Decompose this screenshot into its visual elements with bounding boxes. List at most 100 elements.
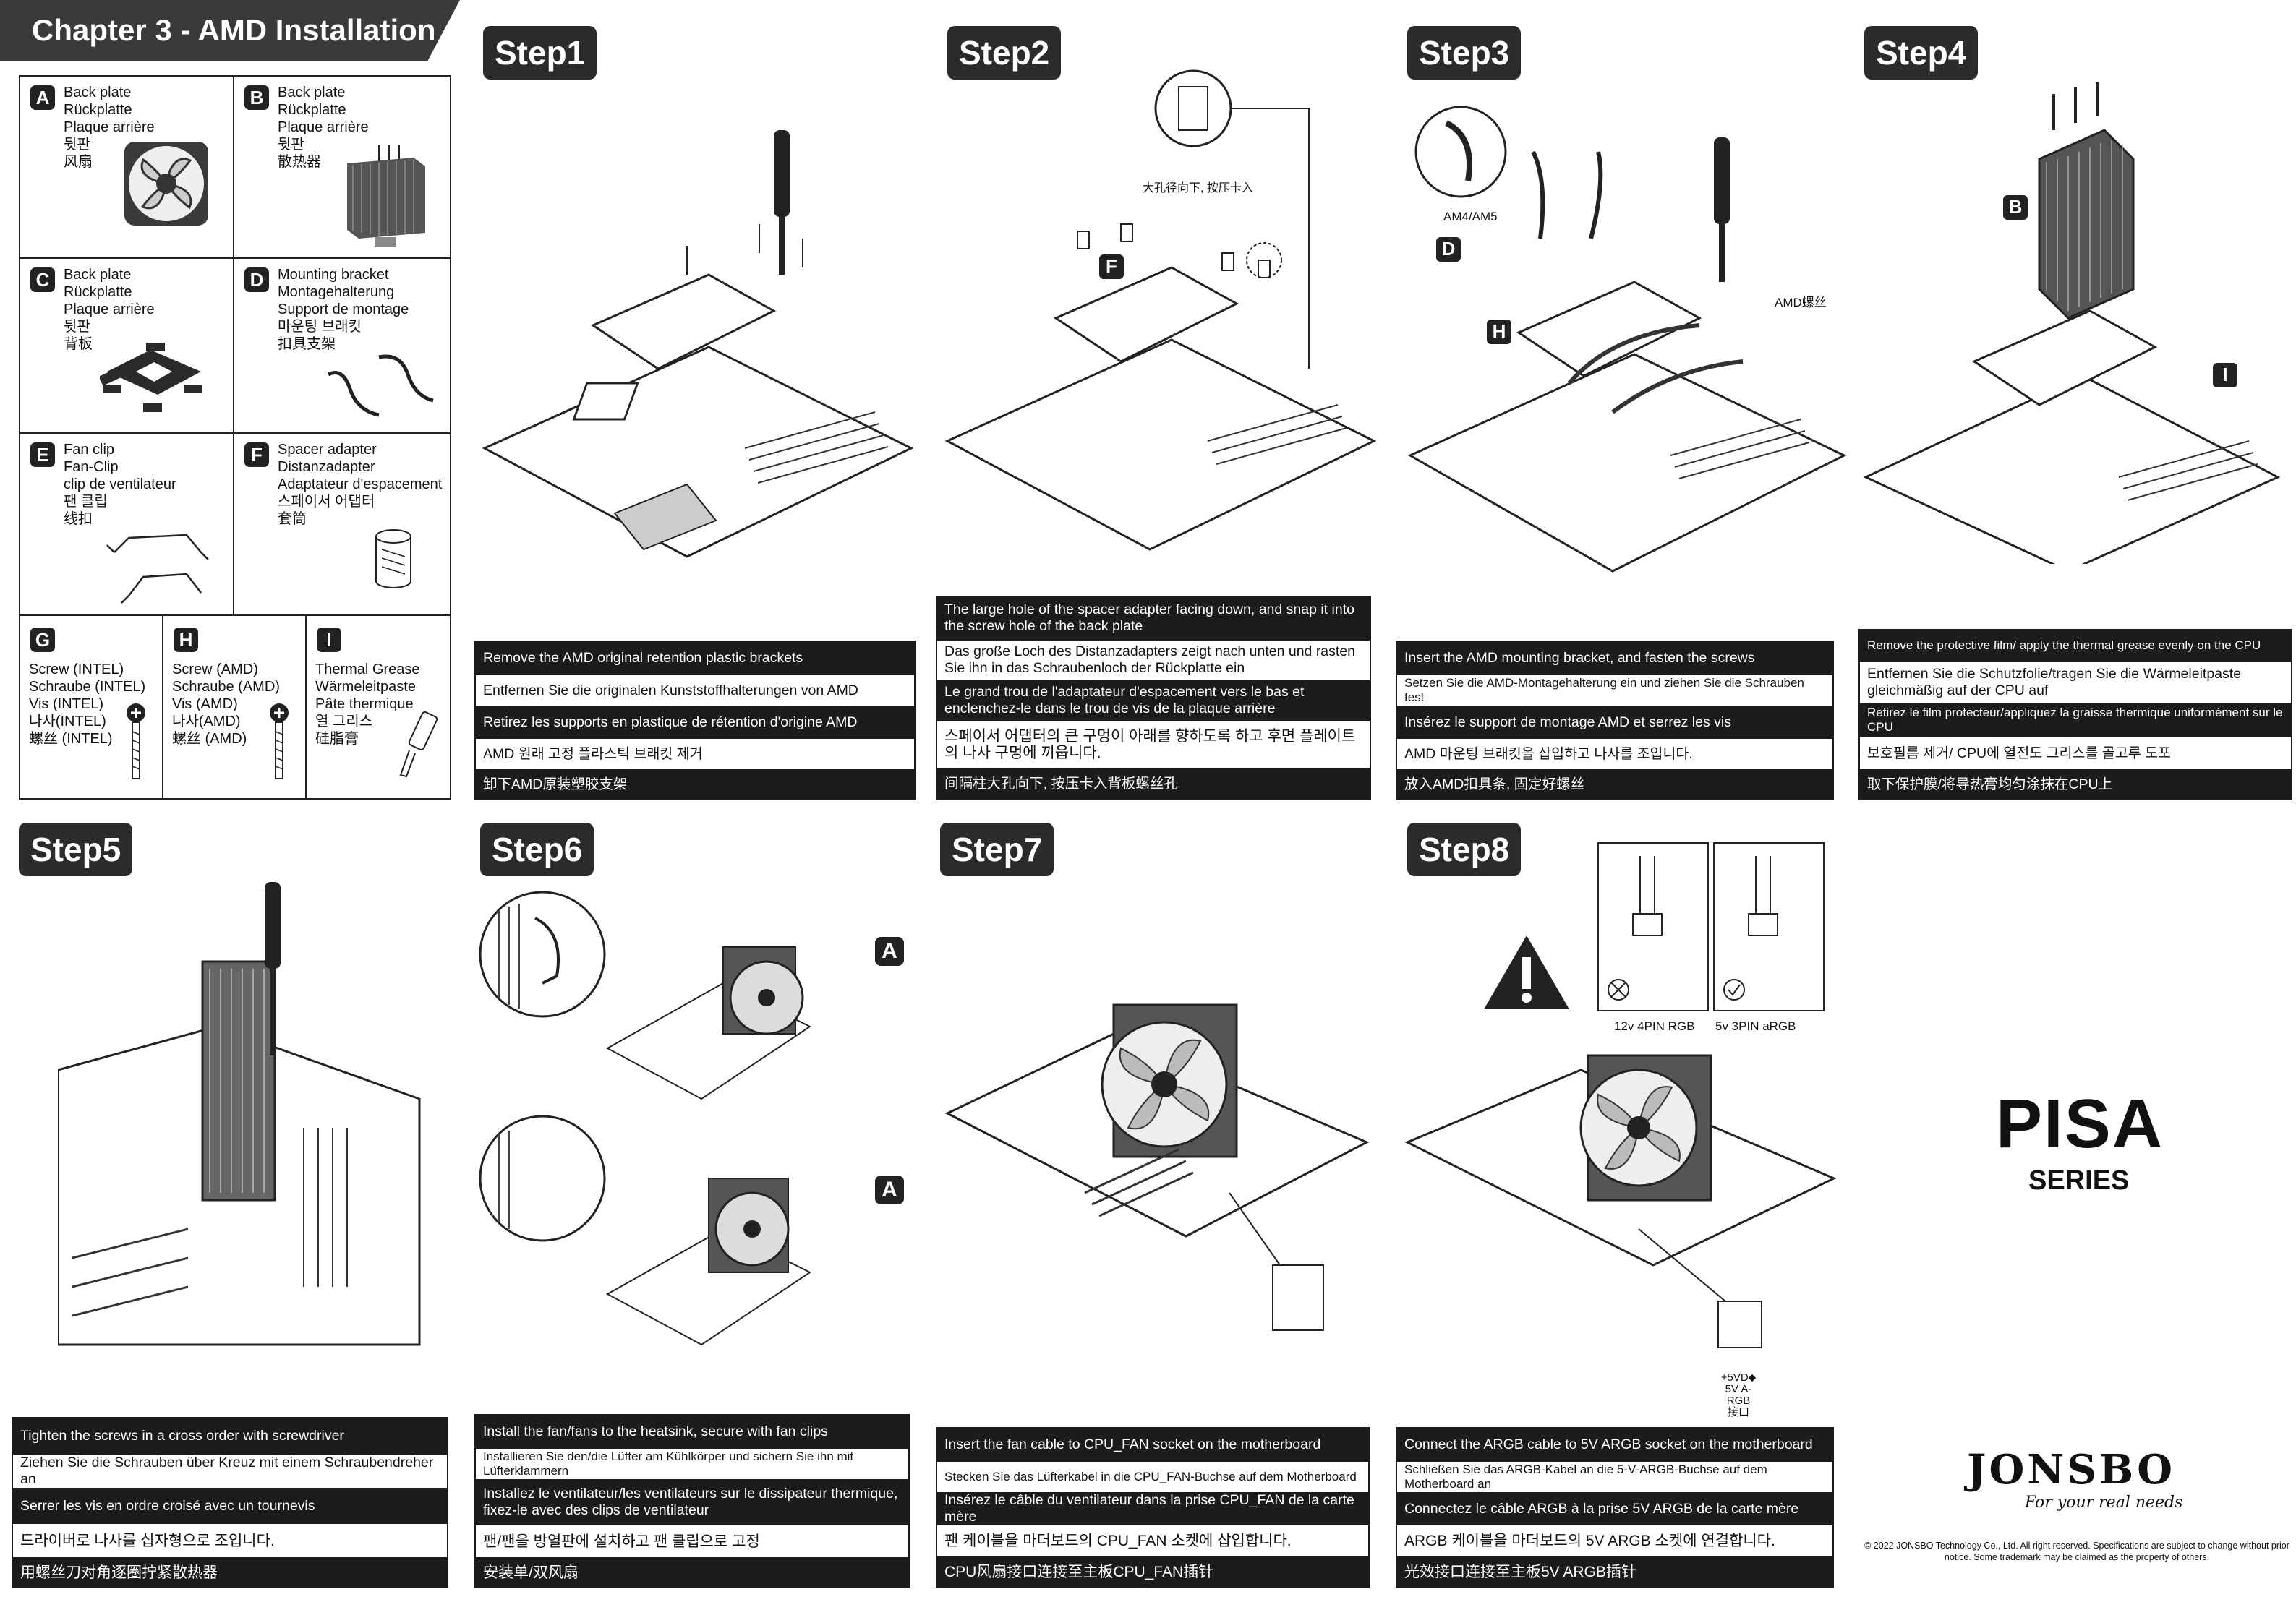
instruction-fr: Retirez les supports en plastique de rét…	[476, 706, 914, 737]
step7-badge: Step7	[940, 823, 1054, 876]
step2-badge: Step2	[947, 26, 1062, 80]
fan-clip-icon	[106, 534, 209, 604]
instruction-en: Remove the AMD original retention plasti…	[476, 642, 914, 674]
step2-illustration: F	[944, 69, 1377, 551]
spacer-adapter-icon	[375, 529, 411, 588]
argb-header-name: 5V A-RGB	[1725, 1383, 1752, 1407]
argb-header-suffix: 接口	[1727, 1406, 1749, 1418]
instruction-zh: 卸下AMD原装塑胶支架	[476, 769, 914, 798]
step1-badge: Step1	[483, 26, 597, 80]
instruction-fr: Le grand trou de l'adaptateur d'espaceme…	[937, 680, 1370, 720]
instruction-en: Insert the fan cable to CPU_FAN socket o…	[937, 1429, 1368, 1460]
step3-socket-label: AM4/AM5	[1443, 210, 1498, 223]
step3-instructions: Insert the AMD mounting bracket, and fas…	[1396, 641, 1834, 800]
step6-badge: Step6	[480, 823, 594, 876]
product-name: PISA	[1996, 1085, 2164, 1162]
part-names: Back plate Rückplatte Plaque arrière 뒷판 …	[64, 85, 155, 170]
svg-text:A: A	[882, 939, 897, 963]
step2-note: 大孔径向下, 按压卡入	[1143, 182, 1253, 194]
step7-instructions: Insert the fan cable to CPU_FAN socket o…	[936, 1427, 1370, 1588]
argb-header-pin-label: +5VD⬥	[1720, 1371, 1757, 1384]
instruction-zh: 光效接口连接至主板5V ARGB插针	[1397, 1556, 1832, 1586]
instruction-en: Connect the ARGB cable to 5V ARGB socket…	[1397, 1429, 1832, 1460]
step4-badge: Step4	[1864, 26, 1979, 80]
step4-instructions: Remove the protective film/ apply the th…	[1858, 629, 2292, 800]
instruction-zh: 取下保护膜/将导热膏均匀涂抹在CPU上	[1860, 769, 2291, 798]
part-names: Back plate Rückplatte Plaque arrière 뒷판 …	[64, 267, 155, 352]
instruction-fr: Insérez le câble du ventilateur dans la …	[937, 1492, 1368, 1524]
instruction-ko: AMD 마운팅 브래킷을 삽입하고 나사를 조입니다.	[1397, 737, 1832, 769]
svg-text:I: I	[2222, 364, 2227, 385]
instruction-de: Ziehen Sie die Schrauben über Kreuz mit …	[13, 1453, 447, 1488]
part-names: Fan clip Fan-Clip clip de ventilateur 팬 …	[64, 442, 176, 527]
instruction-zh: 放入AMD扣具条, 固定好螺丝	[1397, 769, 1832, 798]
instruction-ko: 팬/팬을 방열판에 설치하고 팬 클립으로 고정	[476, 1524, 908, 1557]
instruction-en: Install the fan/fans to the heatsink, se…	[476, 1416, 908, 1447]
backplate-icon	[100, 343, 202, 412]
part-e: E Fan clip Fan-Clip clip de ventilateur …	[20, 434, 234, 616]
part-letter: A	[30, 85, 55, 110]
argb-header-label: +5VD⬥ 5V A-RGB 接口	[1720, 1372, 1757, 1418]
label-12v-rgb: 12v 4PIN RGB	[1614, 1019, 1695, 1033]
step4-illustration: B I	[1863, 82, 2281, 564]
part-letter: G	[30, 628, 55, 652]
svg-text:B: B	[2009, 196, 2023, 218]
step1-instructions: Remove the AMD original retention plasti…	[474, 641, 916, 800]
step3-badge: Step3	[1407, 26, 1522, 80]
instruction-en: The large hole of the spacer adapter fac…	[937, 597, 1370, 639]
label-5v-argb: 5v 3PIN aRGB	[1715, 1019, 1796, 1033]
step6-instructions: Install the fan/fans to the heatsink, se…	[474, 1414, 910, 1588]
part-names: Screw (AMD) Schraube (AMD) Vis (AMD) 나사(…	[172, 661, 280, 747]
instruction-fr: Connectez le câble ARGB à la prise 5V AR…	[1397, 1492, 1832, 1524]
part-a: A Back plate Rückplatte Plaque arrière 뒷…	[20, 77, 234, 259]
step8-illustration	[1404, 1054, 1837, 1348]
heatsink-icon	[347, 145, 425, 247]
instruction-fr: Serrer les vis en ordre croisé avec un t…	[13, 1488, 447, 1523]
part-names: Thermal Grease Wärmeleitpaste Pâte therm…	[315, 661, 420, 747]
instruction-zh: 安装单/双风扇	[476, 1557, 908, 1586]
part-names: Back plate Rückplatte Plaque arrière 뒷판 …	[278, 85, 369, 170]
step2-instructions: The large hole of the spacer adapter fac…	[936, 596, 1371, 800]
part-letter: D	[244, 267, 269, 292]
instruction-ko: ARGB 케이블을 마더보드의 5V ARGB 소켓에 연결합니다.	[1397, 1524, 1832, 1556]
copyright-notice: © 2022 JONSBO Technology Co., Ltd. All r…	[1864, 1541, 2289, 1562]
instruction-zh: CPU风扇接口连接至主板CPU_FAN插针	[937, 1556, 1368, 1586]
instruction-ko: AMD 원래 고정 플라스틱 브래킷 제거	[476, 737, 914, 769]
instruction-en: Remove the protective film/ apply the th…	[1860, 630, 2291, 661]
part-letter: I	[317, 628, 341, 652]
step6-illustration: A A	[479, 891, 904, 1346]
step3-illustration: H D	[1407, 106, 1847, 573]
svg-text:H: H	[1493, 320, 1506, 342]
step8-instructions: Connect the ARGB cable to 5V ARGB socket…	[1396, 1427, 1834, 1588]
instruction-ko: 팬 케이블을 마더보드의 CPU_FAN 소켓에 삽입합니다.	[937, 1524, 1368, 1556]
step5-instructions: Tighten the screws in a cross order with…	[12, 1417, 448, 1588]
instruction-en: Tighten the screws in a cross order with…	[13, 1418, 447, 1453]
step7-illustration	[944, 1003, 1370, 1331]
thermal-grease-icon	[399, 711, 438, 778]
instruction-de: Entfernen Sie die Schutzfolie/tragen Sie…	[1860, 661, 2291, 703]
instruction-fr: Installez le ventilateur/les ventilateur…	[476, 1479, 908, 1524]
instruction-ko: 보호필름 제거/ CPU에 열전도 그리스를 골고루 도포	[1860, 736, 2291, 769]
brand-logo: JONSBO	[1967, 1446, 2176, 1494]
part-letter: H	[174, 628, 198, 652]
step8-badge: Step8	[1407, 823, 1522, 876]
instruction-en: Insert the AMD mounting bracket, and fas…	[1397, 642, 1832, 674]
part-b: B Back plate Rückplatte Plaque arrière 뒷…	[234, 77, 450, 259]
instruction-de: Das große Loch des Distanzadapters zeigt…	[937, 639, 1370, 680]
parts-list: A Back plate Rückplatte Plaque arrière 뒷…	[19, 75, 451, 800]
step1-illustration	[482, 130, 914, 558]
part-letter: C	[30, 267, 55, 292]
mounting-bracket-icon	[327, 354, 434, 417]
chapter-title: Chapter 3 - AMD Installation	[0, 0, 460, 61]
part-i: I Thermal Grease Wärmeleitpaste Pâte the…	[307, 616, 450, 798]
brand-tagline: For your real needs	[2025, 1494, 2183, 1512]
instruction-de: Entfernen Sie die originalen Kunststoffh…	[476, 674, 914, 706]
svg-text:F: F	[1106, 255, 1117, 277]
svg-text:A: A	[882, 1178, 897, 1202]
connector-comparison	[1597, 842, 1825, 1011]
instruction-ko: 드라이버로 나사를 십자형으로 조입니다.	[13, 1523, 447, 1557]
step3-screw-label: AMD螺丝	[1775, 296, 1827, 309]
part-f: F Spacer adapter Distanzadapter Adaptate…	[234, 434, 450, 616]
instruction-de: Installieren Sie den/die Lüfter am Kühlk…	[476, 1447, 908, 1479]
part-d: D Mounting bracket Montagehalterung Supp…	[234, 259, 450, 434]
